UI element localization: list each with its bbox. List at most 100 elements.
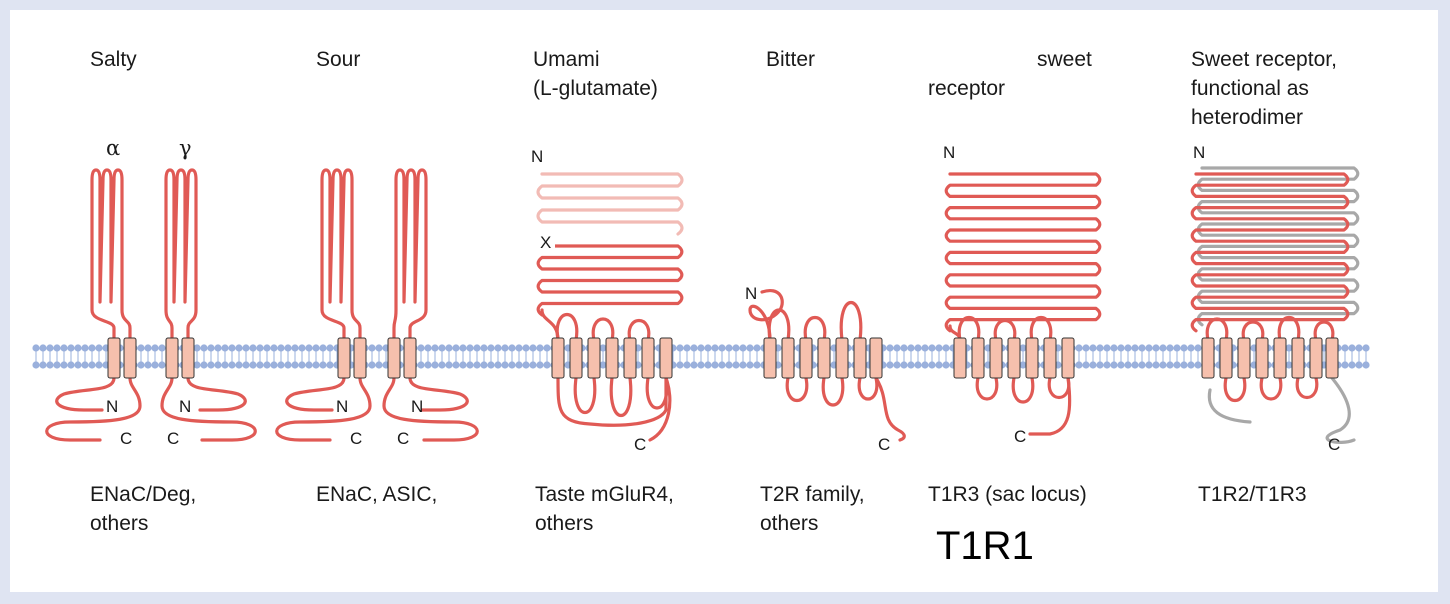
lipid-head-bottom [305, 361, 313, 369]
sweet-7tm-loops [957, 315, 1071, 404]
lipid-head-top [746, 344, 754, 352]
lipid-head-bottom [914, 361, 922, 369]
lipid-head-bottom [466, 361, 474, 369]
lipid-head-bottom [1173, 361, 1181, 369]
lipid-head-top [494, 344, 502, 352]
salty-alpha-c-terminus: C [120, 429, 133, 448]
tm-helix [1043, 337, 1057, 379]
tm-helix [123, 337, 137, 379]
lipid-head-top [305, 344, 313, 352]
lipid-head-bottom [711, 361, 719, 369]
heterodimer-inner-gray [1207, 388, 1252, 424]
lipid-head-top [543, 344, 551, 352]
taste-receptor-diagram [32, 166, 1370, 444]
subunit-gamma-label: γ [179, 136, 192, 160]
lipid-head-bottom [1138, 361, 1146, 369]
sweet-vft [944, 172, 1102, 333]
lipid-head-bottom [1348, 361, 1356, 369]
lipid-head-bottom [417, 361, 425, 369]
lipid-head-bottom [739, 361, 747, 369]
umami-c-terminus: C [634, 435, 647, 454]
bitter-c-tail [874, 376, 906, 442]
lipid-head-top [445, 344, 453, 352]
lipid-head-bottom [270, 361, 278, 369]
heterodimer-c-tail-gray [1325, 376, 1356, 444]
lipid-head-bottom [67, 361, 75, 369]
lipid-head-top [1075, 344, 1083, 352]
sweet-c-terminus: C [1014, 427, 1027, 446]
lipid-head-bottom [900, 361, 908, 369]
lipid-head-top [1187, 344, 1195, 352]
sour-b-c-tail [382, 376, 479, 442]
lipid-head-bottom [368, 361, 376, 369]
lipid-head-bottom [1145, 361, 1153, 369]
tm-helix [1291, 337, 1305, 379]
lipid-head-top [144, 344, 152, 352]
lipid-head-top [214, 344, 222, 352]
lipid-head-top [452, 344, 460, 352]
lipid-head-top [221, 344, 229, 352]
salty-alpha-n-terminus: N [106, 397, 119, 416]
lipid-head-top [732, 344, 740, 352]
panel-sweet-footer: T1R3 (sac locus) [928, 483, 1087, 506]
tm-helix [353, 337, 367, 379]
lipid-head-bottom [228, 361, 236, 369]
lipid-head-top [893, 344, 901, 352]
lipid-head-bottom [1103, 361, 1111, 369]
lipid-head-bottom [515, 361, 523, 369]
lipid-head-top [1082, 344, 1090, 352]
panel-umami-title: Umami(L-glutamate) [533, 48, 658, 100]
lipid-head-bottom [753, 361, 761, 369]
lipid-head-top [466, 344, 474, 352]
lipid-head-bottom [158, 361, 166, 369]
tm-helix [387, 337, 401, 379]
lipid-head-bottom [928, 361, 936, 369]
lipid-head-bottom [501, 361, 509, 369]
lipid-head-bottom [1166, 361, 1174, 369]
umami-inner [556, 376, 668, 427]
lipid-head-top [1152, 344, 1160, 352]
lipid-head-top [907, 344, 915, 352]
lipid-head-top [753, 344, 761, 352]
lipid-head-bottom [697, 361, 705, 369]
lipid-head-bottom [1131, 361, 1139, 369]
transmembrane-helices [107, 337, 1339, 379]
lipid-head-top [886, 344, 894, 352]
lipid-head-bottom [39, 361, 47, 369]
lipid-head-bottom [1159, 361, 1167, 369]
receptor-strands [45, 166, 1360, 444]
panel-sweet-title-line1: sweet [1037, 48, 1092, 71]
lipid-head-top [473, 344, 481, 352]
lipid-head-top [235, 344, 243, 352]
lipid-head-top [515, 344, 523, 352]
tm-helix [623, 337, 637, 379]
panel-sour-footer: ENaC, ASIC, [316, 483, 438, 506]
lipid-head-bottom [725, 361, 733, 369]
lipid-head-bottom [291, 361, 299, 369]
umami-n-terminus: N [531, 147, 544, 166]
cell-membrane [32, 344, 1370, 369]
sour-a-n-tail [285, 376, 346, 412]
lipid-head-top [319, 344, 327, 352]
heterodimer-vft-gray [1196, 166, 1360, 327]
lipid-head-bottom [46, 361, 54, 369]
bitter-n-terminus: N [745, 284, 758, 303]
lipid-head-top [53, 344, 61, 352]
tm-helix [1219, 337, 1233, 379]
lipid-head-bottom [683, 361, 691, 369]
lipid-head-bottom [494, 361, 502, 369]
lipid-head-bottom [53, 361, 61, 369]
tm-helix [1255, 337, 1269, 379]
salty-subunit-a [90, 168, 132, 342]
lipid-head-top [501, 344, 509, 352]
lipid-head-top [375, 344, 383, 352]
lipid-head-top [95, 344, 103, 352]
lipid-head-top [487, 344, 495, 352]
lipid-head-top [1110, 344, 1118, 352]
umami-x-marker: X [536, 232, 556, 254]
lipid-head-bottom [473, 361, 481, 369]
tm-helix [181, 337, 195, 379]
sour-a-n-terminus: N [336, 397, 349, 416]
lipid-head-top [1103, 344, 1111, 352]
lipid-head-top [60, 344, 68, 352]
